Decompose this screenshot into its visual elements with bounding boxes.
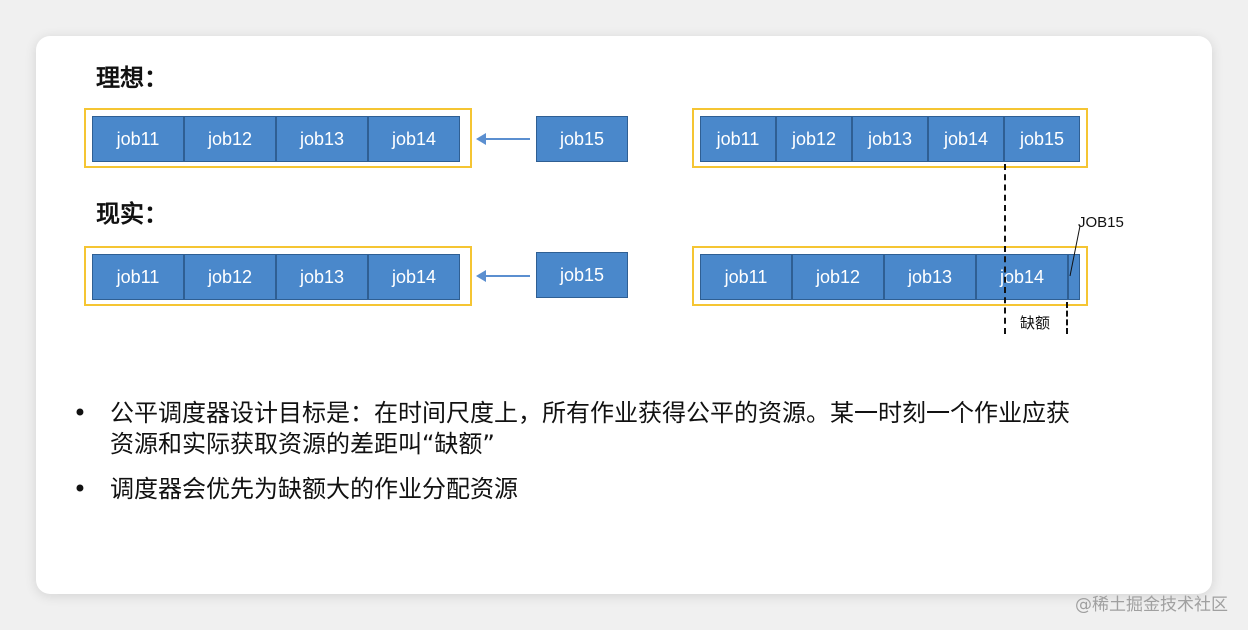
reality-right-job14: job14 — [976, 254, 1068, 300]
ideal-left-job14: job14 — [368, 116, 460, 162]
reality-right-frame — [692, 246, 1088, 306]
reality-left-job11: job11 — [92, 254, 184, 300]
bullet-text: 公平调度器设计目标是：在时间尺度上，所有作业获得公平的资源。某一时刻一个作业应获… — [110, 399, 1070, 458]
watermark: @稀土掘金技术社区 — [1075, 595, 1228, 615]
reality-heading: 现实： — [96, 200, 168, 228]
slide-card: 理想： job11 job12 job13 job14 job15 job11 … — [36, 36, 1212, 594]
reality-left-frame — [84, 246, 472, 306]
bullet-list: • 公平调度器设计目标是：在时间尺度上，所有作业获得公平的资源。某一时刻一个作业… — [70, 398, 1070, 519]
ideal-right-job12: job12 — [776, 116, 852, 162]
ideal-heading: 理想： — [96, 64, 168, 92]
reality-left-job13: job13 — [276, 254, 368, 300]
reality-arrow — [484, 275, 530, 277]
reality-right-job13: job13 — [884, 254, 976, 300]
bullet-item: • 调度器会优先为缺额大的作业分配资源 — [70, 474, 1070, 505]
ideal-right-job14: job14 — [928, 116, 1004, 162]
ideal-arrow-head — [476, 133, 486, 145]
bullet-item: • 公平调度器设计目标是：在时间尺度上，所有作业获得公平的资源。某一时刻一个作业… — [70, 398, 1070, 460]
job15-callout-label: JOB15 — [1078, 214, 1124, 231]
reality-left-job12: job12 — [184, 254, 276, 300]
ideal-right-frame — [692, 108, 1088, 168]
bullet-text: 调度器会优先为缺额大的作业分配资源 — [110, 475, 518, 503]
reality-arrow-head — [476, 270, 486, 282]
ideal-arrow — [484, 138, 530, 140]
ideal-left-job11: job11 — [92, 116, 184, 162]
gap-label: 缺额 — [1020, 315, 1051, 332]
reality-left-job14: job14 — [368, 254, 460, 300]
ideal-left-job12: job12 — [184, 116, 276, 162]
reality-incoming-job15: job15 — [536, 252, 628, 298]
ideal-right-job11: job11 — [700, 116, 776, 162]
bullet-dot: • — [72, 475, 88, 503]
ideal-right-job13: job13 — [852, 116, 928, 162]
ideal-incoming-job15: job15 — [536, 116, 628, 162]
ideal-left-job13: job13 — [276, 116, 368, 162]
gap-left-dashed-line — [1004, 164, 1006, 334]
ideal-left-frame — [84, 108, 472, 168]
ideal-right-job15: job15 — [1004, 116, 1080, 162]
job15-callout-line — [1069, 225, 1081, 277]
reality-right-job11: job11 — [700, 254, 792, 300]
gap-right-dashed-line — [1066, 302, 1068, 334]
bullet-dot: • — [72, 399, 88, 427]
reality-right-job12: job12 — [792, 254, 884, 300]
